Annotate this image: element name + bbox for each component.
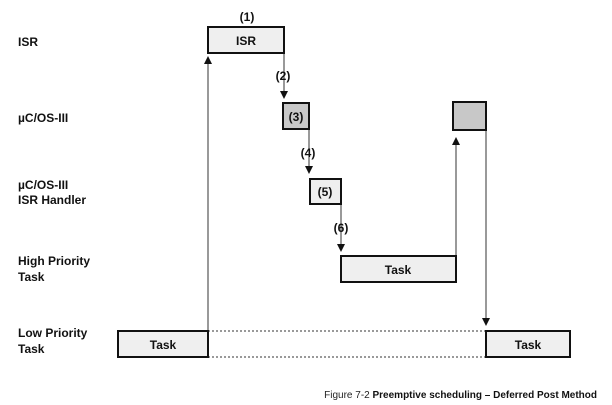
- os-box-step-3-label: (3): [289, 110, 304, 124]
- row-label-os: µC/OS-III: [18, 111, 68, 125]
- arrow-down-icon: [280, 91, 288, 99]
- arrow-down-icon: [482, 318, 490, 326]
- os-box-step-3: [282, 102, 310, 130]
- handler-box-step-5: [309, 178, 342, 205]
- os-scheduler-box: [452, 101, 487, 131]
- arrow-up-icon: [452, 137, 460, 145]
- step-4-label: (4): [301, 146, 316, 160]
- isr-box: [207, 26, 285, 54]
- row-label-low-2: Task: [18, 342, 45, 356]
- high-priority-task-box: [340, 255, 457, 283]
- isr-box-label: ISR: [236, 34, 256, 48]
- step-1-label: (1): [240, 10, 255, 24]
- row-label-low-1: Low Priority: [18, 326, 88, 340]
- high-priority-task-label: Task: [385, 263, 412, 277]
- arrow-down-icon: [305, 166, 313, 174]
- caption-prefix: Figure 7-2: [324, 390, 372, 401]
- row-label-isr: ISR: [18, 35, 38, 49]
- low-priority-task-box-right: [485, 330, 571, 358]
- low-priority-task-box-left: [117, 330, 209, 358]
- row-label-high-1: High Priority: [18, 254, 90, 268]
- step-2-label: (2): [276, 69, 291, 83]
- figure-caption: Figure 7-2 Preemptive scheduling – Defer…: [324, 390, 597, 401]
- low-priority-task-left-label: Task: [150, 338, 177, 352]
- arrow-down-icon: [337, 244, 345, 252]
- row-label-handler-2: ISR Handler: [18, 193, 86, 207]
- arrow-up-icon: [204, 56, 212, 64]
- row-label-high-2: Task: [18, 270, 45, 284]
- low-priority-task-right-label: Task: [515, 338, 542, 352]
- caption-title: Preemptive scheduling – Deferred Post Me…: [373, 390, 598, 401]
- handler-box-step-5-label: (5): [318, 185, 333, 199]
- step-6-label: (6): [334, 221, 349, 235]
- row-label-handler-1: µC/OS-III: [18, 178, 68, 192]
